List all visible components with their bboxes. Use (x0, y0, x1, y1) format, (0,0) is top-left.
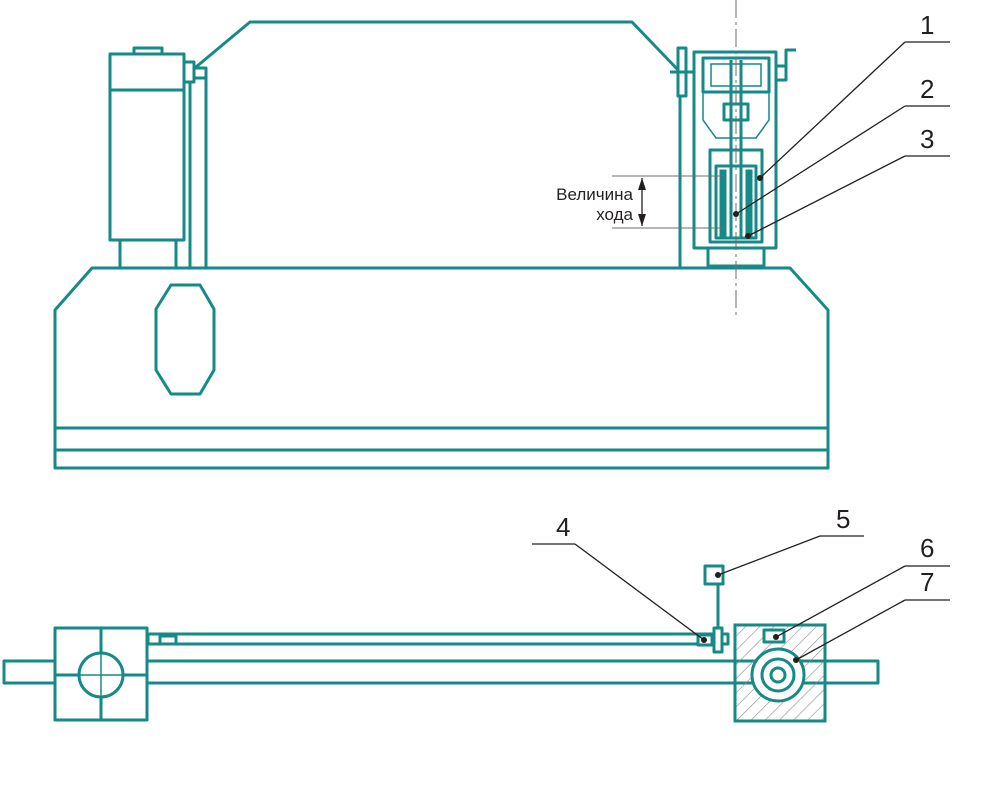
octagon-window (154, 283, 216, 396)
callouts: 1 2 3 4 5 6 7 (532, 10, 950, 663)
top-view (2, 564, 880, 723)
front-view: Величина хода (53, 0, 830, 470)
press-bed (53, 266, 830, 470)
stroke-annotation: Величина хода (556, 175, 724, 229)
callout-7: 7 (920, 567, 934, 597)
guide-rail (2, 659, 880, 685)
callout-6: 6 (920, 533, 934, 563)
left-block (53, 626, 149, 722)
motor (108, 46, 208, 270)
callout-5: 5 (836, 504, 850, 534)
lever-assembly (696, 564, 725, 654)
part-5-block (703, 564, 725, 586)
stroke-label-line2: хода (596, 205, 633, 224)
right-block (733, 623, 827, 723)
die-unit (670, 46, 796, 268)
callout-4: 4 (556, 512, 570, 542)
callout-2: 2 (920, 74, 934, 104)
callout-3: 3 (920, 124, 934, 154)
upper-frame (188, 20, 682, 270)
push-rod (146, 632, 730, 646)
stroke-label-line1: Величина (556, 185, 633, 204)
callout-1: 1 (920, 10, 934, 40)
